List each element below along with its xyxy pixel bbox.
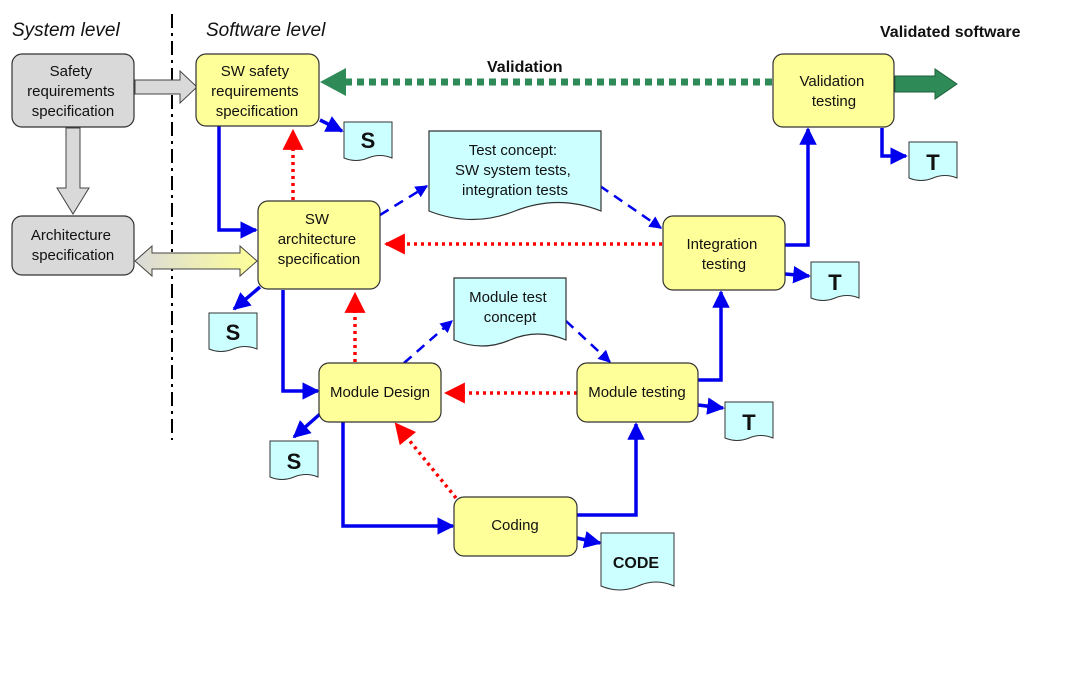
system-down-arrow: [56, 127, 90, 215]
module-test-concept-doc: Module test concept: [453, 277, 567, 347]
safety-requirements-box: Safety requirements specification: [11, 53, 135, 128]
svg-text:S: S: [226, 320, 241, 345]
test-doc-1: T: [908, 141, 958, 181]
svg-text:Module test concept: Module test concept: [469, 289, 551, 326]
spec-doc-2: S: [208, 312, 258, 352]
architecture-link-arrow: [134, 244, 258, 278]
svg-text:Module Design: Module Design: [330, 384, 430, 401]
svg-text:Validation testing: Validation testing: [800, 73, 869, 110]
svg-text:S: S: [361, 128, 376, 153]
concept-links: [379, 184, 663, 364]
coding-box: Coding: [453, 496, 578, 557]
system-to-sw-arrow: [134, 69, 198, 105]
svg-text:Safety requirements: Safety requirements specification: [27, 63, 119, 120]
sw-architecture-box: SW architecture specification: [257, 200, 381, 290]
validation-testing-box: Validation testing: [772, 53, 895, 128]
integration-testing-box: Integration testing: [662, 215, 786, 291]
validated-software-label: Validated software: [880, 24, 1021, 41]
flow-lines: [217, 116, 908, 549]
svg-text:T: T: [742, 410, 756, 435]
svg-text:Test concept: SW system: Test concept: SW system tests, integrati…: [455, 142, 575, 199]
spec-doc-3: S: [269, 440, 319, 480]
svg-text:CODE: CODE: [613, 555, 660, 572]
test-doc-2: T: [810, 261, 860, 301]
test-doc-3: T: [724, 401, 774, 441]
spec-doc-1: S: [343, 121, 393, 161]
validation-arrowhead: [320, 68, 346, 96]
svg-text:S: S: [287, 449, 302, 474]
module-design-box: Module Design: [318, 362, 442, 423]
test-concept-doc: Test concept: SW system tests, integrati…: [428, 130, 602, 221]
module-testing-box: Module testing: [576, 362, 699, 423]
svg-text:Architecture specificati: Architecture specification: [31, 227, 115, 264]
architecture-spec-box: Architecture specification: [11, 215, 135, 276]
svg-text:SW safety requirements: SW safety requirements specification: [211, 63, 303, 120]
svg-text:T: T: [926, 150, 940, 175]
svg-text:SW architecture sp: SW architecture specification: [278, 211, 361, 268]
validation-label: Validation: [487, 59, 563, 76]
software-level-heading: Software level: [206, 20, 326, 41]
svg-text:Module testing: Module testing: [588, 384, 686, 401]
system-level-heading: System level: [12, 20, 120, 41]
svg-text:Coding: Coding: [491, 517, 539, 534]
validated-software-arrow: [894, 68, 958, 100]
sw-safety-requirements-box: SW safety requirements specification: [195, 53, 320, 127]
feedback-arrows: [282, 128, 662, 500]
svg-text:Integration testing: Integration testing: [686, 236, 761, 273]
svg-text:T: T: [828, 270, 842, 295]
code-doc: CODE: [600, 532, 675, 591]
